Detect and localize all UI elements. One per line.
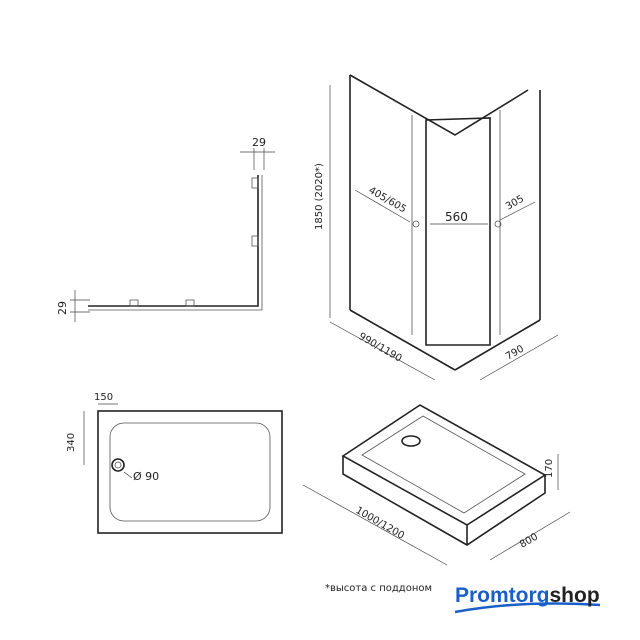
drain-offset-x: 150 bbox=[94, 392, 113, 403]
tray-3d-view: 1000/1200 800 170 bbox=[302, 404, 571, 566]
logo-swoosh bbox=[454, 602, 601, 614]
door-center-label: 560 bbox=[445, 210, 468, 224]
door-right-label: 305 bbox=[504, 194, 526, 213]
drain-offset-y: 340 bbox=[66, 433, 77, 452]
profile-dim-left: 29 bbox=[56, 301, 69, 315]
tray-width-label: 800 bbox=[518, 532, 540, 551]
profile-view: 29 29 bbox=[56, 136, 275, 322]
drain-diameter: Ø 90 bbox=[133, 470, 159, 483]
tray-plan-view: 150 340 Ø 90 bbox=[66, 392, 283, 534]
height-label: 1850 (2020*) bbox=[314, 163, 325, 230]
enclosure-view: 1850 (2020*) 405/605 560 305 990/1190 79… bbox=[314, 74, 559, 381]
logo-part1: Promtorg bbox=[455, 584, 550, 607]
tray-length-label: 1000/1200 bbox=[354, 505, 407, 542]
tray-height-label: 170 bbox=[544, 459, 555, 478]
profile-dim-top: 29 bbox=[252, 136, 266, 149]
footnote: *высота с поддоном bbox=[325, 583, 433, 594]
logo: Promtorgshop bbox=[455, 584, 600, 608]
logo-part2: shop bbox=[549, 584, 600, 607]
